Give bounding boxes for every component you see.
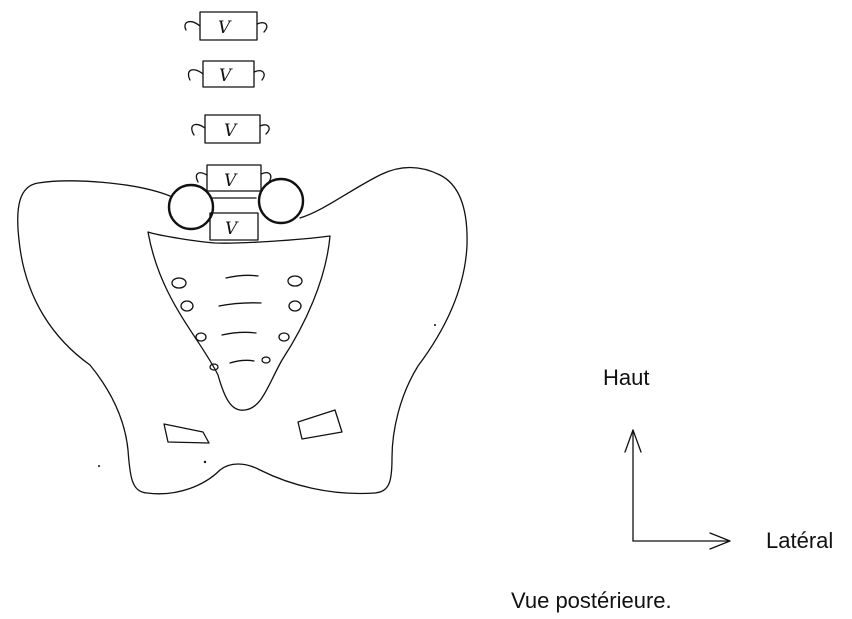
sacral-ridge-4 <box>230 360 254 363</box>
sacral-ridge-1 <box>226 275 258 278</box>
sacral-foramen-r2 <box>289 301 301 311</box>
vertebra-label-1: V <box>218 18 232 38</box>
left-obturator-foramen <box>164 424 209 443</box>
right-obturator-foramen <box>298 410 342 439</box>
vertebra-4: V <box>196 165 270 191</box>
lateral-direction-label: Latéral <box>766 528 833 554</box>
sacral-ridge-3 <box>222 332 256 335</box>
sacral-foramen-r4 <box>262 357 270 363</box>
vertebra-3: V <box>192 115 269 143</box>
up-direction-label: Haut <box>603 365 649 391</box>
sacrum-outline <box>148 232 330 410</box>
vertebra-5: V <box>210 198 258 240</box>
left-sacroiliac-circle <box>169 185 213 229</box>
sacral-foramen-r1 <box>288 276 302 286</box>
sacral-foramen-l3 <box>196 333 206 341</box>
right-sacroiliac-circle <box>259 179 303 223</box>
orientation-indicator <box>625 430 730 549</box>
vertebra-label-5: V <box>225 219 239 239</box>
vertebra-label-2: V <box>219 66 233 86</box>
vertebra-label-3: V <box>224 121 238 141</box>
vertebra-1: V <box>185 12 267 40</box>
sacral-ridge-2 <box>219 303 261 306</box>
vertebra-label-4: V <box>224 171 238 191</box>
sacral-foramen-l2 <box>181 301 193 311</box>
sacral-foramen-r3 <box>279 333 289 341</box>
view-caption: Vue postérieure. <box>511 588 672 614</box>
pelvis-outline <box>18 168 467 494</box>
sacral-foramen-l1 <box>172 278 186 288</box>
vertebra-2: V <box>188 61 264 87</box>
